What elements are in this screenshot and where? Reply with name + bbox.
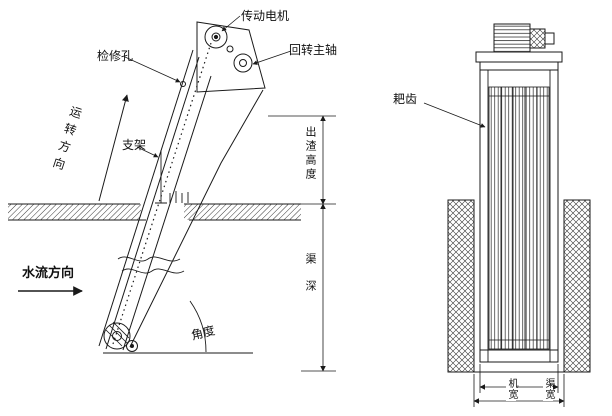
rake-teeth-grid <box>488 86 550 350</box>
label-inspection-hole: 检修孔 <box>97 49 134 63</box>
bottom-sprocket <box>103 300 253 354</box>
label-drive-motor: 传动电机 <box>241 9 290 23</box>
support-leg <box>155 150 167 204</box>
leader-lines <box>124 15 486 158</box>
inspection-hole-mark <box>180 81 186 87</box>
ground-section <box>8 191 301 221</box>
front-view-body <box>475 51 563 363</box>
water-surface-break <box>117 256 185 274</box>
label-support-frame: 支架 <box>122 138 147 152</box>
drive-housing <box>180 21 266 93</box>
label-rake-teeth: 耙齿 <box>393 92 418 106</box>
channel-walls <box>447 199 591 373</box>
label-machine-width: 机宽 <box>506 377 517 401</box>
left-dimension-lines <box>268 115 336 372</box>
label-channel-depth: 渠深 <box>304 253 316 307</box>
label-channel-width: 渠宽 <box>543 377 554 401</box>
label-water-flow-direction: 水流方向 <box>22 265 75 280</box>
inclined-screen-frame <box>98 39 264 351</box>
label-rotary-main-shaft: 回转主轴 <box>289 43 338 57</box>
front-view-motor <box>493 23 555 53</box>
run-direction-arrow <box>98 94 129 202</box>
angle-arc <box>189 300 207 353</box>
label-discharge-height: 出渣高度 <box>304 126 316 182</box>
